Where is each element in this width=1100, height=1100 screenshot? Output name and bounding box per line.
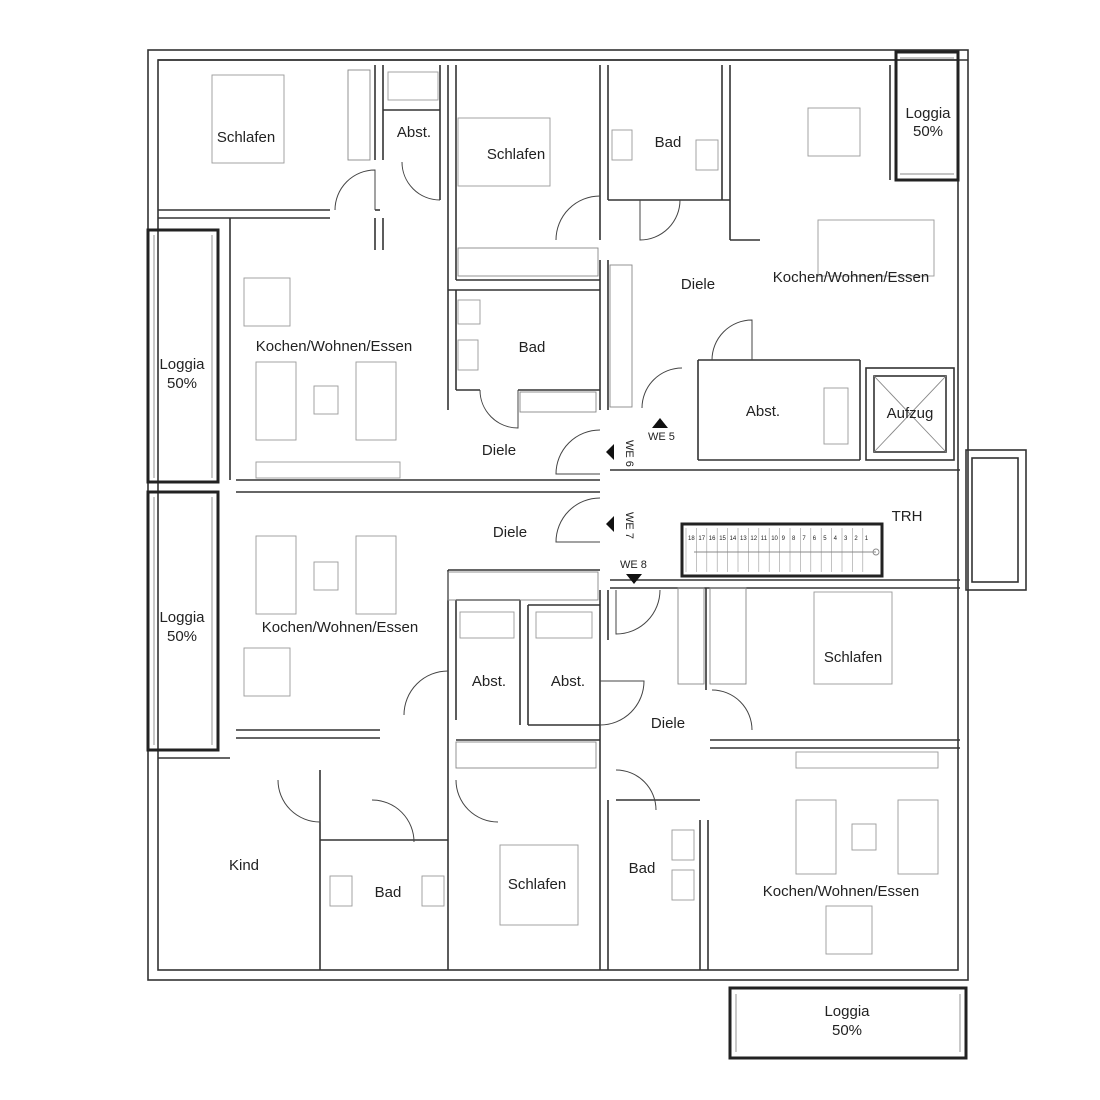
we6-label: WE 6 xyxy=(623,440,635,467)
room-label: Aufzug xyxy=(887,405,934,422)
stair-step-number: 1 xyxy=(865,536,869,542)
room-label: Kochen/Wohnen/Essen xyxy=(262,619,419,636)
wardrobes xyxy=(347,69,747,769)
room-label: Schlafen xyxy=(487,146,545,163)
stair-step-number: 2 xyxy=(854,536,858,542)
room-label: Loggia xyxy=(159,356,205,373)
room-sub: 50% xyxy=(913,123,943,140)
room-label: Diele xyxy=(651,715,685,732)
we7-label: WE 7 xyxy=(623,512,635,539)
room-label: Bad xyxy=(519,339,546,356)
room-label: Schlafen xyxy=(217,129,275,146)
stair-step-number: 18 xyxy=(688,536,695,542)
stair-step-number: 12 xyxy=(750,536,757,542)
room-label: Bad xyxy=(655,134,682,151)
room-label: Abst. xyxy=(397,124,431,141)
entrance-markers: WE 5 WE 6 WE 7 WE 8 xyxy=(606,418,675,584)
interior-walls xyxy=(158,65,1027,970)
room-label: Diele xyxy=(493,524,527,541)
room-label: Loggia xyxy=(824,1003,870,1020)
doors xyxy=(277,161,753,843)
room-sub: 50% xyxy=(167,375,197,392)
furniture xyxy=(211,71,939,955)
stair-step-number: 8 xyxy=(792,536,796,542)
room-label: Schlafen xyxy=(824,649,882,666)
stair-step-number: 14 xyxy=(730,536,737,542)
room-label: Schlafen xyxy=(508,876,566,893)
room-sub: 50% xyxy=(167,628,197,645)
outer-walls xyxy=(147,49,969,981)
room-label: Kind xyxy=(229,857,259,874)
room-label: Abst. xyxy=(472,673,506,690)
room-label: Kochen/Wohnen/Essen xyxy=(773,269,930,286)
we5-marker xyxy=(652,418,668,428)
stair-step-number: 5 xyxy=(823,536,827,542)
room-labels: Schlafen Abst. Schlafen Bad Loggia 50% K… xyxy=(159,105,951,1039)
room-label: Bad xyxy=(375,884,402,901)
we8-marker xyxy=(626,574,642,584)
room-label: Loggia xyxy=(159,609,205,626)
room-label: TRH xyxy=(892,508,923,525)
room-label: Kochen/Wohnen/Essen xyxy=(763,883,920,900)
stair-step-number: 10 xyxy=(771,536,778,542)
room-label: Kochen/Wohnen/Essen xyxy=(256,338,413,355)
stair-step-number: 3 xyxy=(844,536,848,542)
stair-step-number: 9 xyxy=(782,536,786,542)
stair-step-number: 7 xyxy=(802,536,806,542)
loggias xyxy=(146,50,968,1060)
we6-marker xyxy=(606,444,614,460)
room-sub: 50% xyxy=(832,1022,862,1039)
stair-step-number: 11 xyxy=(761,536,768,542)
stair-step-number: 4 xyxy=(834,536,838,542)
stair-step-number: 17 xyxy=(698,536,705,542)
room-label: Diele xyxy=(482,442,516,459)
we7-marker xyxy=(606,516,614,532)
we8-label: WE 8 xyxy=(620,559,647,571)
stair-step-number: 13 xyxy=(740,536,747,542)
room-label: Abst. xyxy=(746,403,780,420)
stair-step-number: 6 xyxy=(813,536,817,542)
room-label: Diele xyxy=(681,276,715,293)
room-label: Loggia xyxy=(905,105,951,122)
room-label: Bad xyxy=(629,860,656,877)
we5-label: WE 5 xyxy=(648,431,675,443)
stair-step-number: 15 xyxy=(719,536,726,542)
stair-step-number: 16 xyxy=(709,536,716,542)
room-label: Abst. xyxy=(551,673,585,690)
